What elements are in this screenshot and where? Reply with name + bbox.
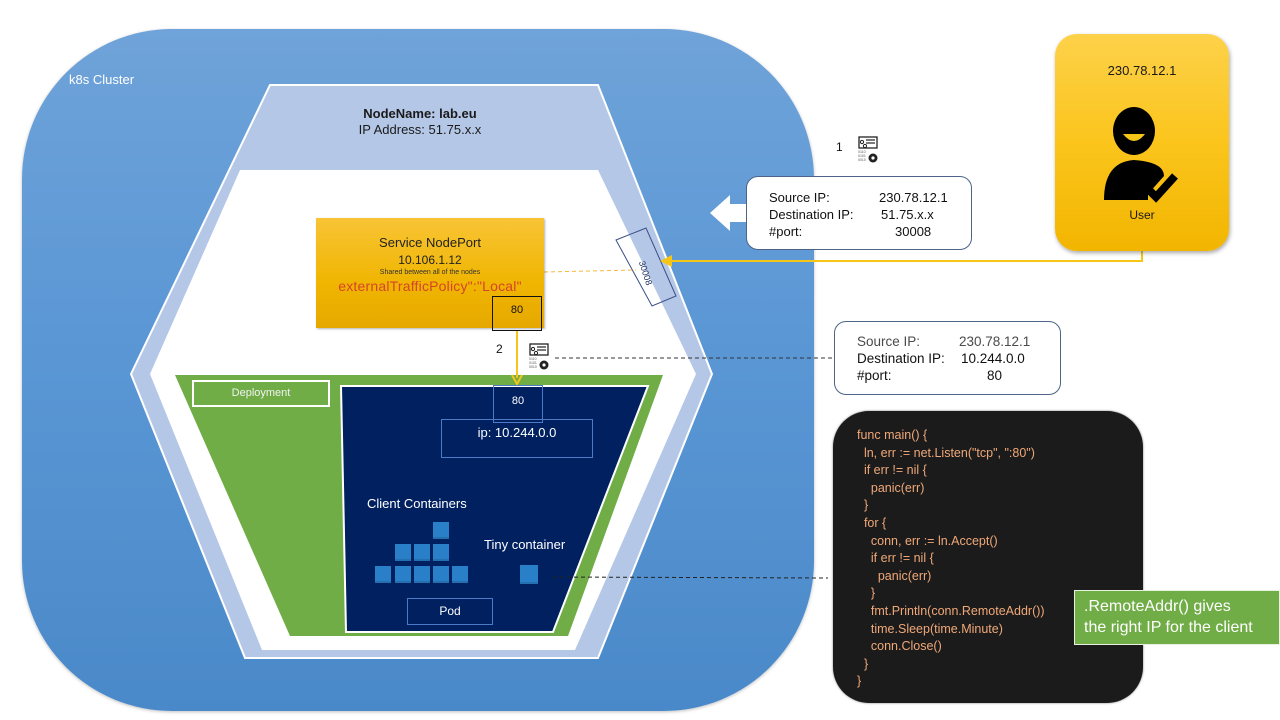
- container-code-connector: [552, 576, 829, 579]
- deployment-label: Deployment: [192, 380, 330, 407]
- service-nodeport: Service NodePort 10.106.1.12 Shared betw…: [316, 218, 544, 328]
- client-container: [375, 566, 391, 583]
- tiny-container-label: Tiny container: [484, 537, 566, 552]
- packet2-row: Destination IP: 10.244.0.0: [857, 350, 1060, 367]
- client-container: [414, 566, 430, 583]
- cluster-label: k8s Cluster: [69, 72, 135, 87]
- callout-line-2: the right IP for the client: [1084, 619, 1253, 636]
- user-flow-line: [666, 250, 1143, 262]
- service-pod-arrowhead: [511, 374, 523, 387]
- client-container: [433, 544, 449, 561]
- user-label: User: [1129, 208, 1155, 222]
- svg-text:0110: 0110: [529, 357, 537, 361]
- svg-text:0101: 0101: [529, 361, 537, 365]
- service-title: Service NodePort: [379, 235, 481, 250]
- packet-settings-icon: 0110 0101 0010: [857, 136, 881, 171]
- row-key: Destination IP:: [857, 351, 945, 366]
- user-check-icon: [1100, 104, 1200, 213]
- row-value: 10.244.0.0: [961, 351, 1025, 366]
- pod-ip: ip: 10.244.0.0: [441, 419, 593, 458]
- client-container: [433, 566, 449, 583]
- row-key: Destination IP:: [769, 207, 854, 222]
- pod-label: Pod: [407, 598, 493, 625]
- service-note: Shared between all of the nodes: [379, 269, 481, 276]
- code-panel: func main() { ln, err := net.Listen("tcp…: [833, 411, 1143, 703]
- packet-settings-icon: 0110 0101 0010: [528, 343, 552, 378]
- svg-text:0101: 0101: [858, 154, 866, 158]
- packet2-row: Source IP: 230.78.12.1: [857, 333, 1060, 350]
- client-container: [452, 566, 468, 583]
- client-container: [414, 544, 430, 561]
- service-ip: 10.106.1.12: [398, 253, 462, 267]
- node-title: NodeName: lab.eu IP Address: 51.75.x.x: [320, 106, 520, 138]
- packet1-row: Destination IP: 51.75.x.x: [769, 206, 971, 223]
- packet1-info: Source IP: 230.78.12.1 Destination IP: 51.…: [746, 176, 972, 250]
- step-2-label: 2: [496, 342, 503, 356]
- node-name-value: lab.eu: [439, 106, 477, 121]
- service-nodeport-link: [543, 269, 637, 273]
- packet1-row: Source IP: 230.78.12.1: [769, 189, 971, 206]
- packet2-row: #port: 80: [857, 367, 1060, 384]
- client-container: [395, 544, 411, 561]
- service-port: 80: [492, 296, 542, 331]
- packet1-arrow: [710, 195, 752, 231]
- svg-text:0010: 0010: [529, 365, 537, 369]
- row-key: #port:: [857, 368, 892, 383]
- row-key: #port:: [769, 224, 803, 239]
- row-value: 80: [987, 368, 1003, 383]
- packet1-row: #port: 30008: [769, 223, 971, 240]
- node-name-label: NodeName:: [363, 106, 436, 121]
- code-text: func main() { ln, err := net.Listen("tcp…: [857, 428, 1045, 689]
- row-key: Source IP:: [857, 334, 921, 349]
- client-container: [395, 566, 411, 583]
- callout-line-1: .RemoteAddr() gives: [1084, 598, 1231, 615]
- step-1-label: 1: [836, 140, 843, 154]
- client-containers-label: Client Containers: [367, 496, 467, 511]
- nodeport-box: [615, 227, 677, 307]
- svg-text:0110: 0110: [858, 150, 866, 154]
- node-ip-value: 51.75.x.x: [428, 122, 482, 137]
- node-ip-label: IP Address:: [358, 122, 425, 137]
- row-value: 230.78.12.1: [959, 334, 1031, 349]
- service-policy: externalTrafficPolicy":"Local": [338, 278, 522, 294]
- user-ip: 230.78.12.1: [1107, 63, 1177, 78]
- client-container: [433, 522, 449, 539]
- tiny-container: [520, 565, 538, 584]
- row-value: 230.78.12.1: [879, 190, 948, 205]
- packet2-info: Source IP: 230.78.12.1 Destination IP: 10.…: [834, 321, 1061, 395]
- user-flow-arrowhead: [660, 255, 672, 267]
- row-key: Source IP:: [769, 190, 830, 205]
- row-value: 30008: [895, 224, 932, 239]
- row-value: 51.75.x.x: [881, 207, 934, 222]
- remoteaddr-callout: .RemoteAddr() gives the right IP for the…: [1074, 590, 1280, 645]
- pod-port: 80: [493, 385, 543, 423]
- svg-text:0010: 0010: [858, 158, 866, 162]
